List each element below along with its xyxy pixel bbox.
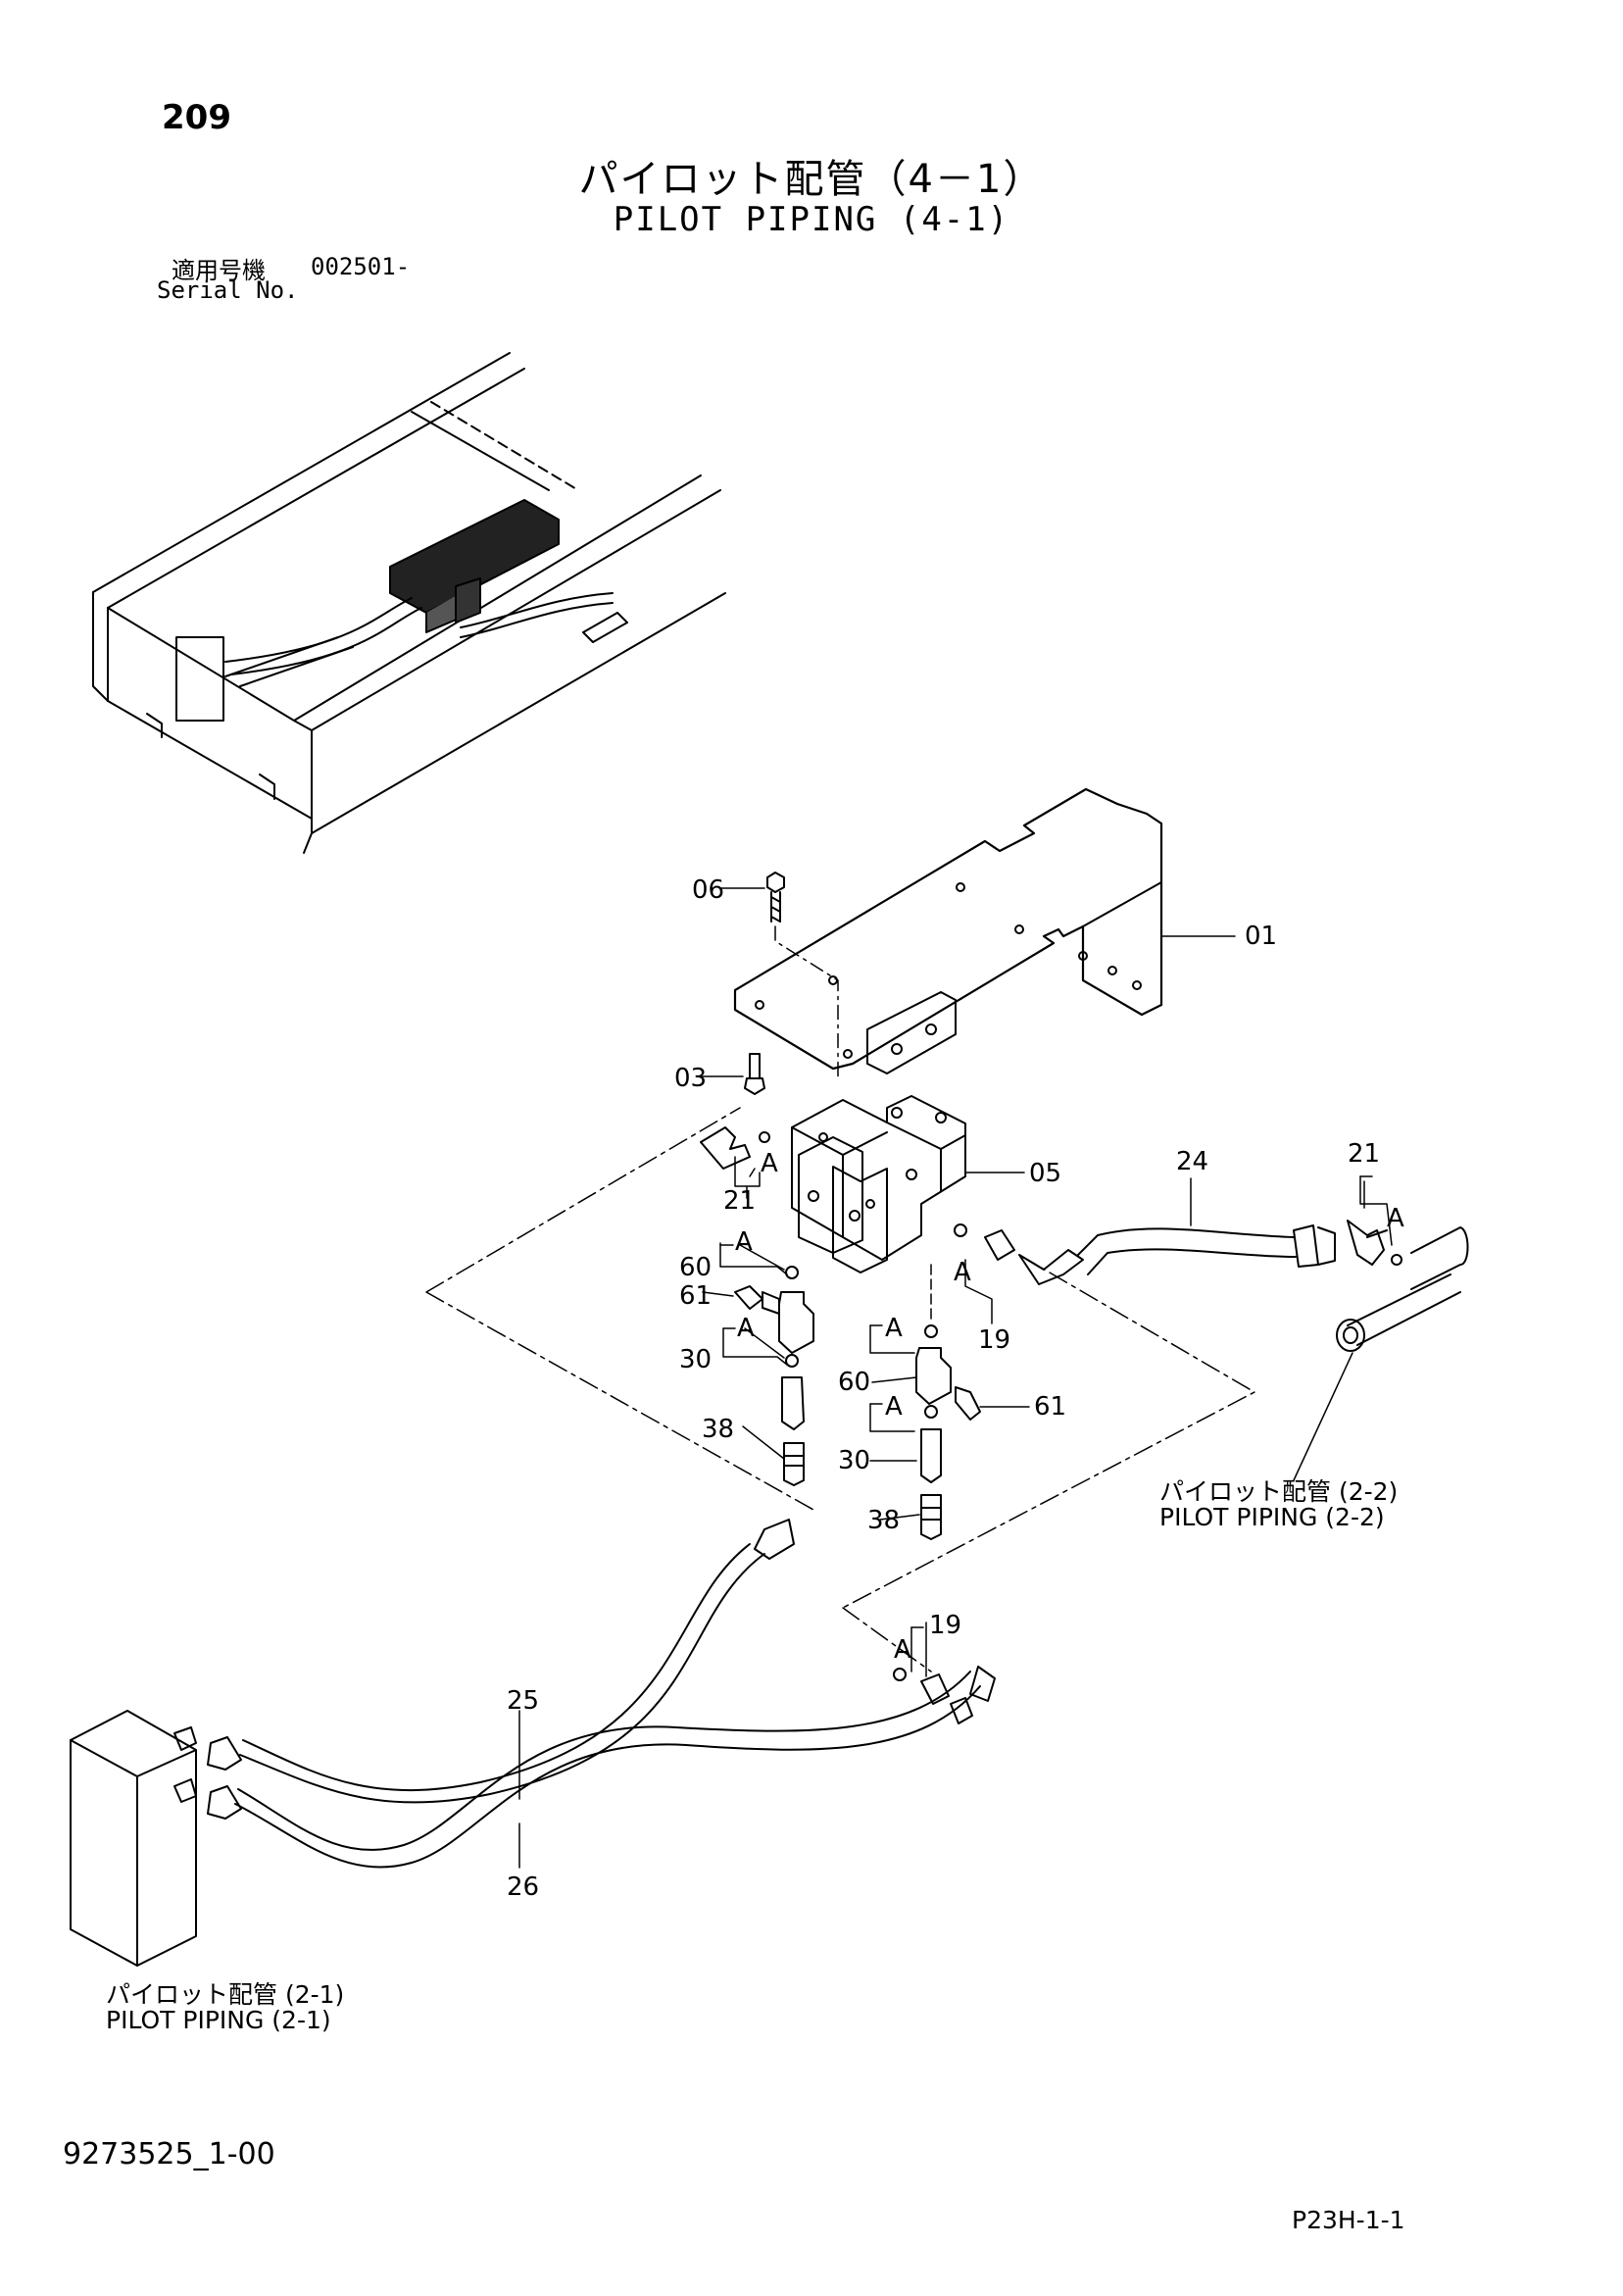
part-label-19-upper: 19 (978, 1325, 1011, 1355)
connector-19-upper (954, 1223, 1015, 1261)
page-title-japanese: パイロット配管（4－1） (578, 157, 1045, 202)
hose-24 (1018, 1224, 1336, 1285)
connector-19-lower (893, 1668, 973, 1724)
detail-marker-a: A (894, 1635, 911, 1665)
document-number: 9273525_1-00 (63, 2137, 275, 2171)
part-label-61-left: 61 (679, 1281, 713, 1311)
serial-number-value: 002501- (311, 253, 411, 280)
serial-label-japanese: 適用号機 (172, 257, 266, 284)
page-title-english: PILOT PIPING (4-1) (613, 200, 1010, 239)
detail-marker-a: A (885, 1392, 903, 1422)
bolt-03 (744, 1053, 765, 1095)
plug-61-center (955, 1386, 981, 1421)
adapter-60-left (778, 1266, 814, 1354)
part-label-19-lower: 19 (929, 1611, 962, 1640)
detail-marker-a: A (885, 1314, 903, 1343)
fitting-38-left (783, 1442, 805, 1486)
reference-piping-2-1-english: PILOT PIPING (2-1) (106, 2006, 331, 2034)
part-label-38-left: 38 (702, 1415, 735, 1444)
adapter-30-center (920, 1405, 942, 1483)
bolt-06 (766, 872, 785, 923)
phantom-outline (425, 1107, 1255, 1672)
part-label-01: 01 (1245, 922, 1278, 951)
part-label-60-left: 60 (679, 1253, 713, 1282)
reference-piping-2-1-japanese: パイロット配管 (2-1) (106, 1980, 345, 2009)
part-label-21-left: 21 (723, 1186, 757, 1216)
plug-61-left (734, 1285, 780, 1315)
page-number: 209 (162, 98, 231, 137)
elbow-fitting-21-left (700, 1126, 770, 1170)
leader-piping-2-2 (1293, 1352, 1353, 1481)
hose-assembly-25-26 (207, 1519, 996, 1869)
detail-marker-a: A (1387, 1204, 1404, 1233)
detail-marker-a: A (761, 1149, 778, 1178)
part-label-60-center: 60 (838, 1368, 871, 1397)
part-label-30-center: 30 (838, 1446, 871, 1475)
detail-marker-brackets (719, 1156, 1393, 1672)
page-code: P23H-1-1 (1292, 2206, 1405, 2234)
part-label-06: 06 (692, 875, 725, 905)
part-label-26: 26 (507, 1872, 540, 1902)
adapter-30-left (781, 1354, 805, 1430)
detail-marker-a: A (737, 1314, 755, 1343)
detail-marker-a: A (735, 1227, 753, 1257)
part-label-38-center: 38 (867, 1506, 901, 1535)
overview-hoses (224, 592, 628, 687)
valve-block-05 (791, 1095, 966, 1273)
part-leaders (518, 1168, 1365, 1869)
detail-marker-a: A (954, 1258, 971, 1287)
valve-block-overview (389, 499, 560, 633)
pipe-reference-2-2 (1336, 1226, 1469, 1352)
fitting-38-center (920, 1494, 942, 1540)
part-label-61-center: 61 (1034, 1392, 1067, 1422)
part-label-03: 03 (674, 1064, 708, 1093)
adapter-60-center (915, 1324, 952, 1405)
part-label-24: 24 (1176, 1147, 1209, 1176)
part-label-05: 05 (1029, 1159, 1062, 1188)
reference-piping-2-2-english: PILOT PIPING (2-2) (1159, 1503, 1385, 1531)
block-reference-2-1 (70, 1710, 197, 1967)
part-label-30-left: 30 (679, 1345, 713, 1374)
reference-piping-2-2-japanese: パイロット配管 (2-2) (1159, 1477, 1399, 1506)
serial-label-english: Serial No. (157, 276, 299, 304)
elbow-fitting-21-right (1347, 1220, 1402, 1266)
machine-overview-frame (92, 352, 726, 854)
bracket-01 (733, 787, 1163, 1074)
part-label-25: 25 (507, 1686, 540, 1716)
part-label-21-right: 21 (1348, 1139, 1381, 1169)
